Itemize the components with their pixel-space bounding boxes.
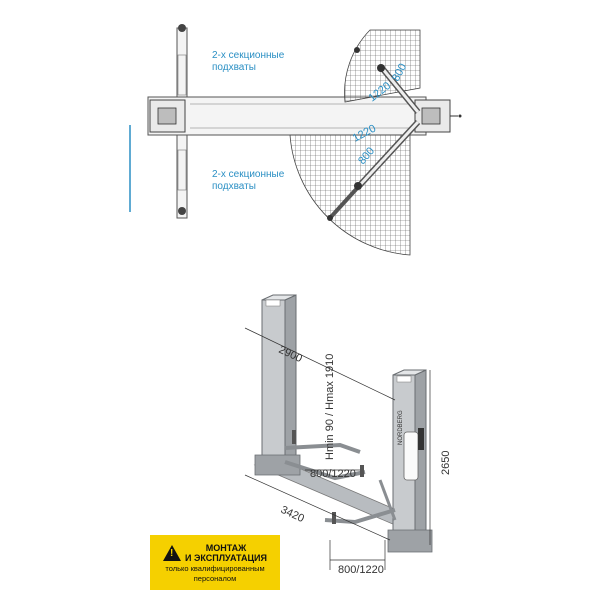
caster-icon bbox=[178, 207, 186, 215]
dim-arm-upper: 800/1220 bbox=[310, 468, 356, 480]
dim-arm-lower: 800/1220 bbox=[338, 564, 384, 576]
motor-icon bbox=[418, 428, 424, 450]
lift-pad-icon bbox=[354, 182, 362, 190]
dim-length: 3420 bbox=[279, 504, 306, 525]
base-beam-plan bbox=[147, 96, 427, 136]
warning-title-1: МОНТАЖ bbox=[205, 542, 247, 553]
warning-triangle-icon: ! bbox=[163, 544, 182, 561]
warning-banner: ! МОНТАЖ И ЭКСПЛУАТАЦИЯ только квалифици… bbox=[150, 535, 280, 590]
label-upper-line2: подхваты bbox=[212, 62, 256, 73]
iso-view: NORDBERG 2900 2650 3420 800/1220 800/122… bbox=[244, 294, 452, 576]
dim-height: 2650 bbox=[440, 451, 452, 475]
label-upper-line1: 2-х секционные bbox=[212, 50, 285, 61]
left-column bbox=[261, 299, 286, 471]
warning-sub-2: персоналом bbox=[193, 573, 237, 583]
top-view: 800 1220 1220 800 2-х секционные подхват… bbox=[129, 24, 462, 256]
lift-arm bbox=[284, 442, 361, 454]
label-lower-line2: подхваты bbox=[212, 181, 256, 192]
dim-lift-height: Hmin 90 / Hmax 1910 bbox=[324, 354, 336, 460]
motor-unit bbox=[403, 431, 419, 481]
brand-label: NORDBERG bbox=[398, 410, 404, 445]
lift-pad-icon bbox=[377, 64, 385, 72]
lift-arm bbox=[284, 460, 366, 481]
warning-sub-1: только квалифицированным bbox=[165, 563, 265, 573]
label-lower-line1: 2-х секционные bbox=[212, 169, 285, 180]
warning-title-2: И ЭКСПЛУАТАЦИЯ bbox=[185, 552, 267, 563]
caster-icon bbox=[178, 24, 186, 32]
